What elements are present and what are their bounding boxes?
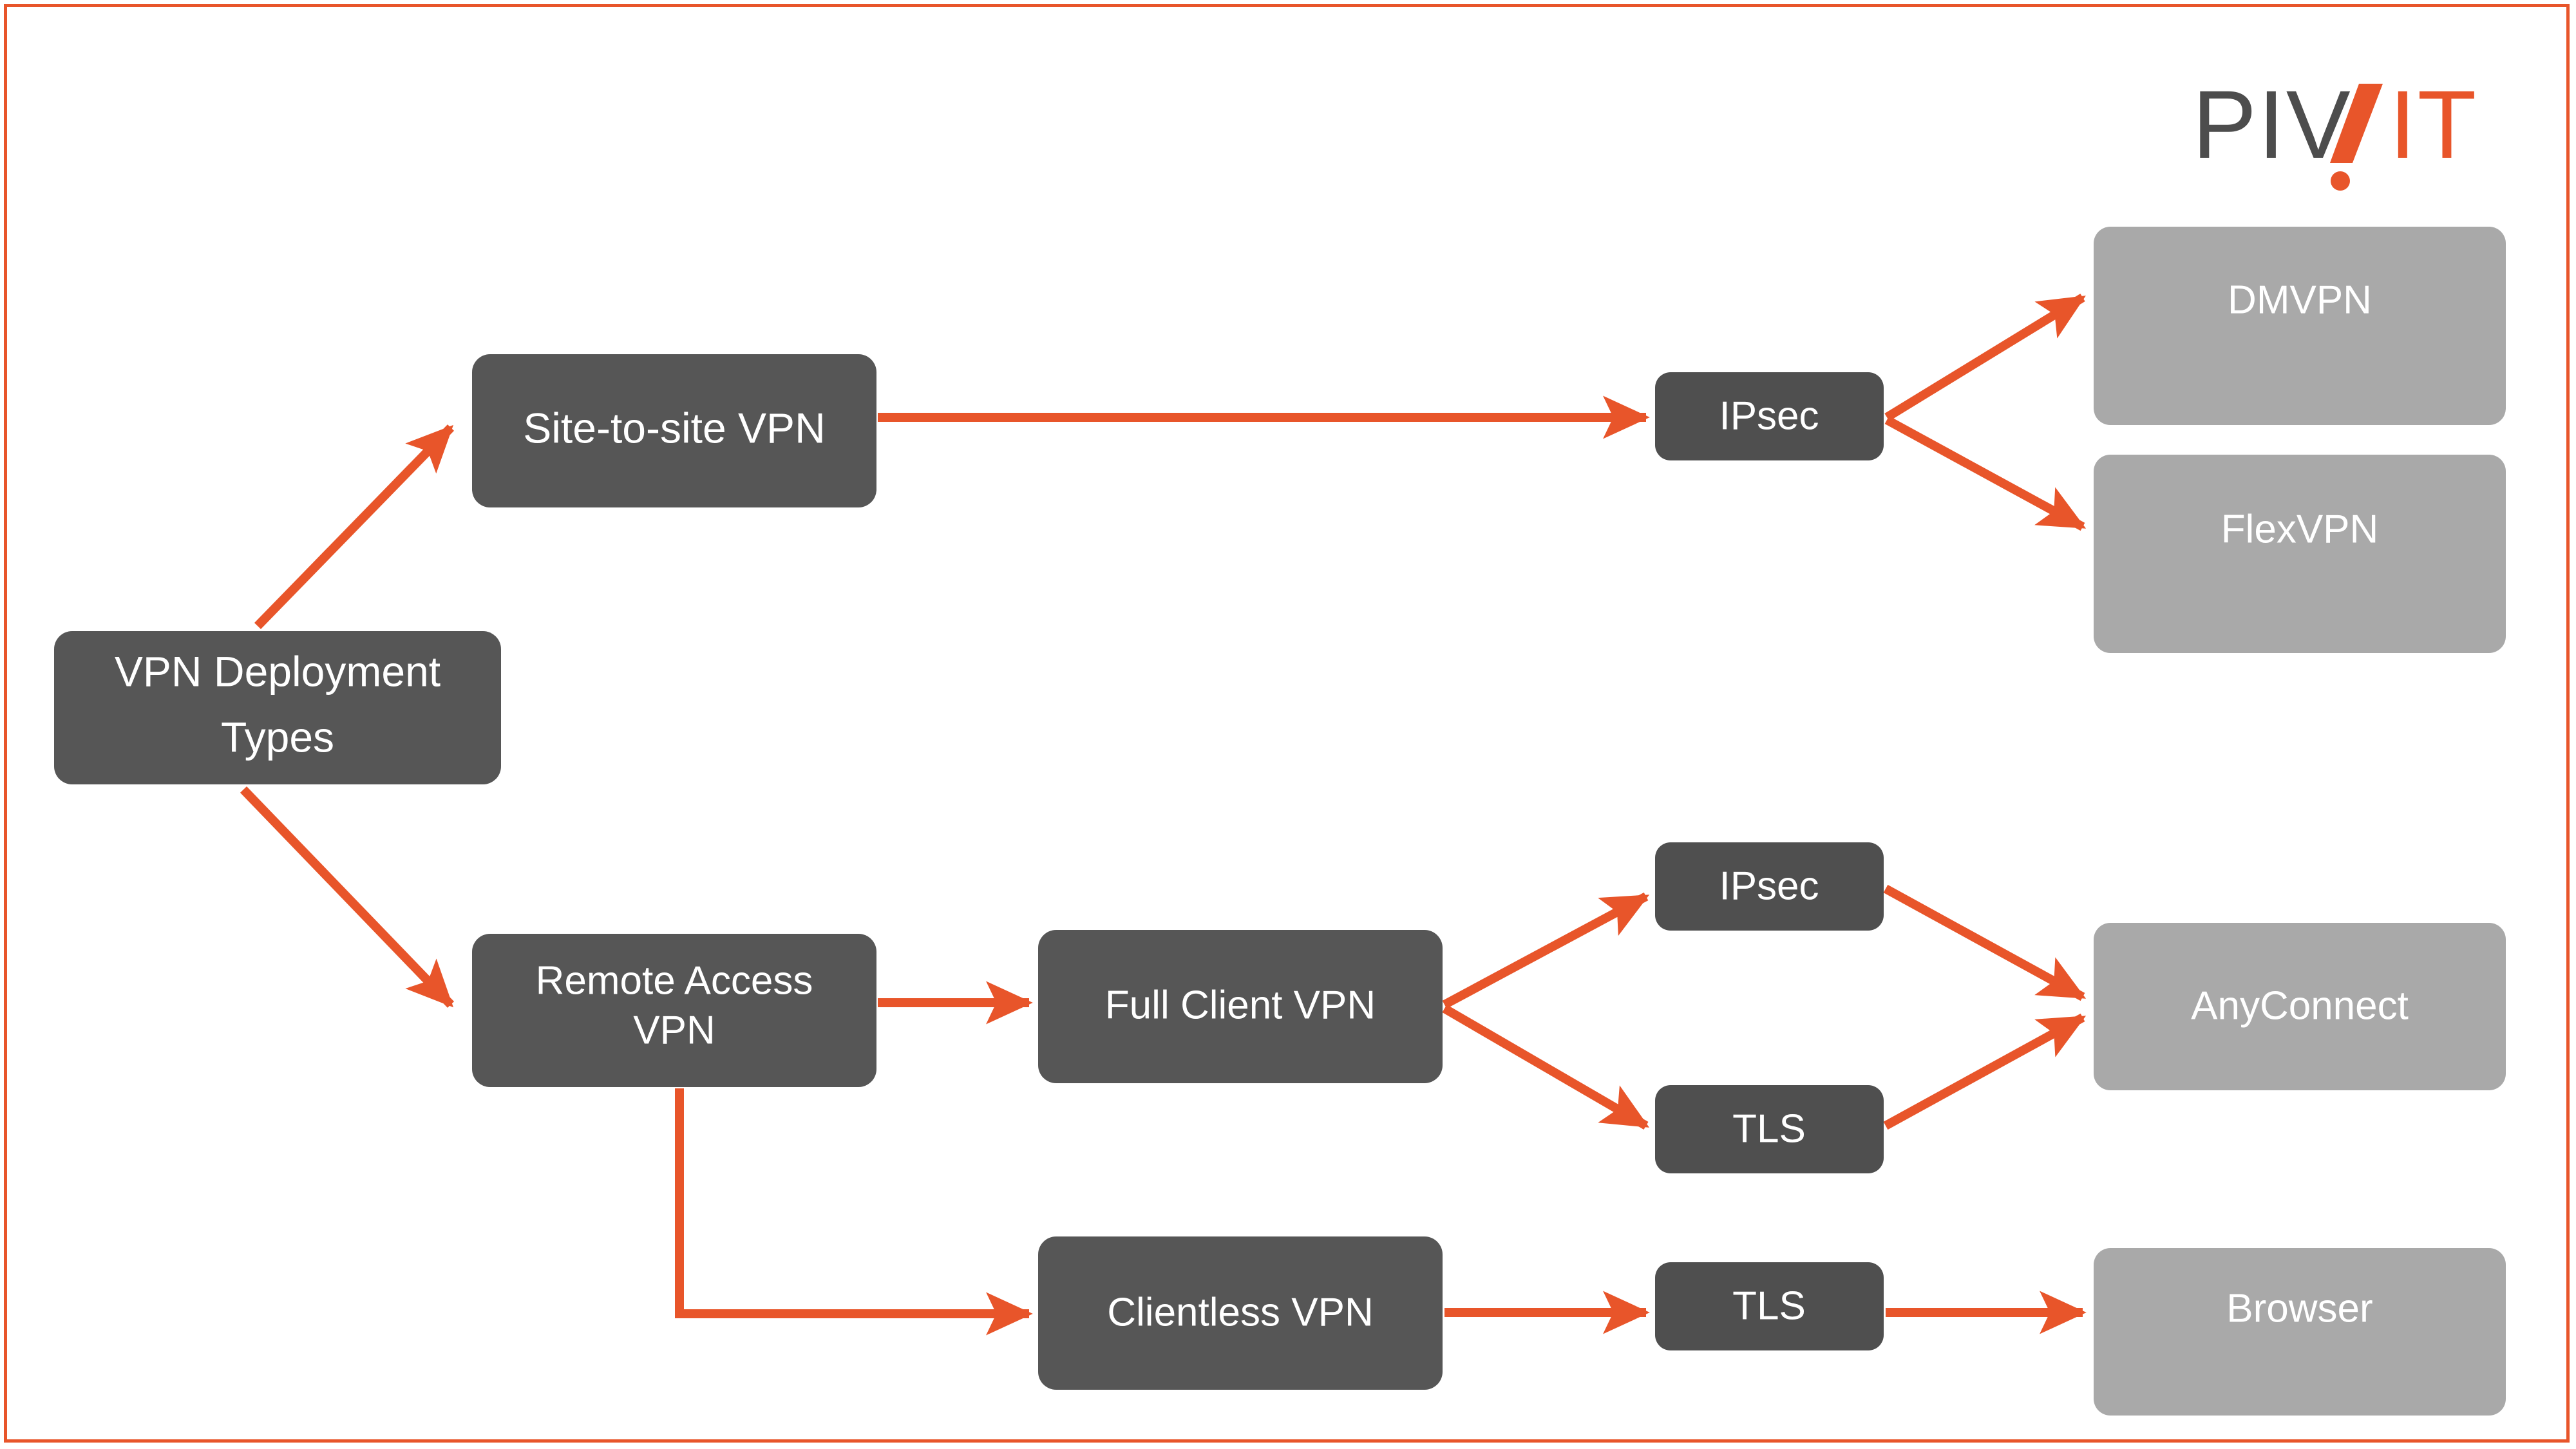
edge-remote-access-to-clientless [675,1088,1033,1336]
pivit-logo[interactable]: PIV IT [2192,70,2477,191]
node-tls-clientless[interactable]: TLS [1655,1262,1884,1350]
node-clientless-vpn[interactable]: Clientless VPN [1038,1236,1443,1390]
edge-ipsec-to-anyconnect [1883,884,2087,1001]
node-label-line-1: VPN Deployment [115,647,440,695]
node-label: TLS [1732,1283,1806,1328]
logo-text-accent: IT [2389,70,2477,178]
node-label: DMVPN [2228,278,2372,322]
node-label-line-2: Types [221,713,334,761]
node-flexvpn[interactable]: FlexVPN [2094,455,2506,653]
node-tls-remote-access[interactable]: TLS [1655,1085,1884,1173]
node-remote-access-vpn[interactable]: Remote Access VPN [472,934,876,1087]
node-label: FlexVPN [2221,507,2379,551]
node-label: TLS [1732,1106,1806,1151]
node-label: IPsec [1719,864,1819,908]
node-full-client-vpn[interactable]: Full Client VPN [1038,930,1443,1083]
node-vpn-deployment-types[interactable]: VPN Deployment Types [54,631,501,784]
edge-full-client-to-tls [1442,1004,1650,1130]
node-layer: VPN Deployment Types Site-to-site VPN IP… [54,227,2506,1416]
logo-slash-icon [2330,84,2383,163]
logo-text-dark: PIV [2192,70,2352,178]
node-browser[interactable]: Browser [2094,1248,2506,1416]
edge-full-client-to-ipsec [1442,892,1650,1009]
node-label-line-2: VPN [633,1008,715,1052]
node-dmvpn[interactable]: DMVPN [2094,227,2506,425]
node-label: AnyConnect [2191,983,2409,1028]
edge-tls-to-anyconnect [1883,1013,2087,1130]
edge-root-to-remote-access [240,786,455,1008]
node-label: IPsec [1719,393,1819,438]
node-label-line-1: Remote Access [536,958,813,1003]
logo-dot-icon [2331,171,2350,191]
node-ipsec-site-to-site[interactable]: IPsec [1655,372,1884,460]
node-label: Browser [2226,1286,2372,1331]
node-label: Site-to-site VPN [523,404,825,451]
node-ipsec-remote-access[interactable]: IPsec [1655,842,1884,931]
node-anyconnect[interactable]: AnyConnect [2094,923,2506,1090]
edge-ipsec-to-dmvpn [1884,294,2086,421]
connector-layer [240,294,2087,1336]
node-label: Clientless VPN [1107,1290,1373,1334]
node-site-to-site-vpn[interactable]: Site-to-site VPN [472,354,876,507]
node-label: Full Client VPN [1105,983,1376,1027]
edge-root-to-site-to-site [254,424,455,629]
edge-ipsec-to-flexvpn [1884,415,2087,531]
